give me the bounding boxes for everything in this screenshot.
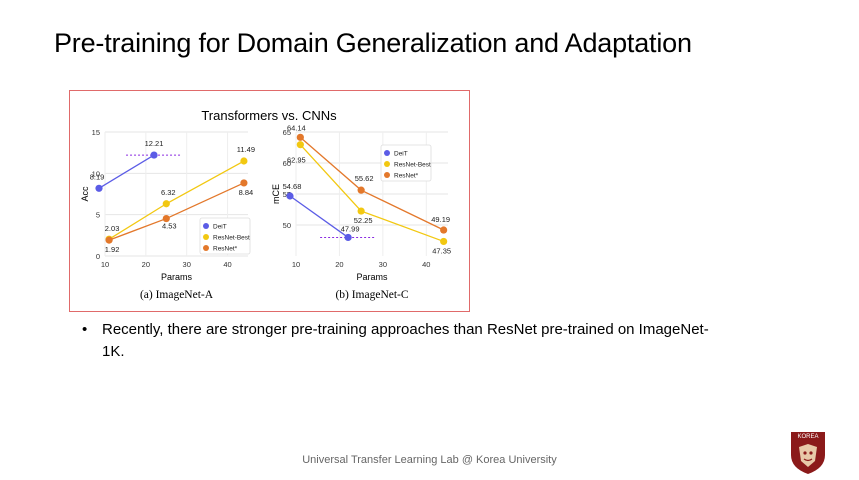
bullet-item: • Recently, there are stronger pre-train… xyxy=(82,319,722,363)
shield-icon: KOREA xyxy=(791,432,825,474)
bullet-icon: • xyxy=(82,321,88,338)
university-logo: KOREA xyxy=(789,431,827,475)
slide-title: Pre-training for Domain Generalization a… xyxy=(54,28,692,58)
logo-text: KOREA xyxy=(797,434,818,440)
figure-frame xyxy=(69,90,470,312)
footer-text: Universal Transfer Learning Lab @ Korea … xyxy=(302,454,557,466)
bullet-text: Recently, there are stronger pre-trainin… xyxy=(102,321,709,360)
